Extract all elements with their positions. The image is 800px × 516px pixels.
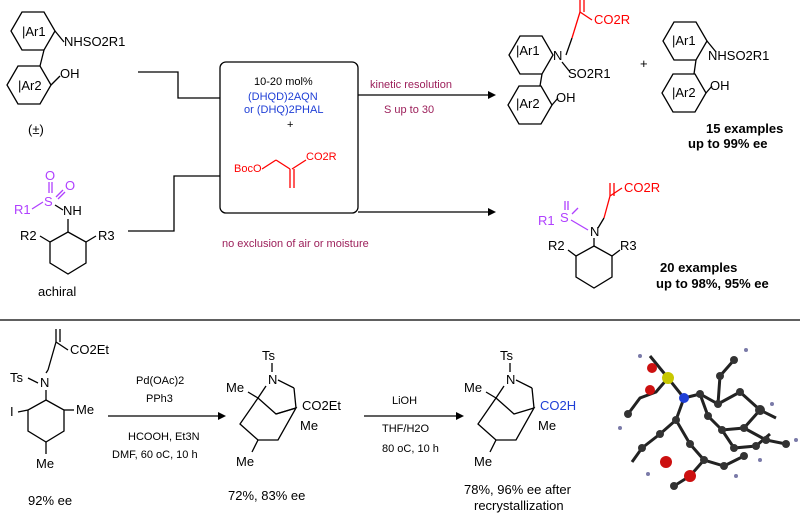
oxygen-atom: [660, 456, 672, 468]
step1-catalyst: Pd(OAc)2: [136, 375, 184, 387]
nitrogen-label: N: [506, 372, 515, 387]
ts-label: Ts: [262, 348, 276, 363]
heck-cyclization-arrow: Pd(OAc)2 PPh3 HCOOH, Et3N DMF, 60 oC, 10…: [108, 375, 226, 461]
product-allylated-biaryl: CO2R |Ar1 N SO2R1 |Ar2 OH: [507, 0, 630, 125]
crystal-structure-image: [618, 348, 798, 490]
products-plus: +: [640, 56, 648, 71]
sulfonamide-label: NHSO2R1: [64, 34, 125, 49]
step1-conditions: DMF, 60 oC, 10 h: [112, 449, 198, 461]
catalyst-a: (DHQD)2AQN: [248, 91, 318, 103]
co2et-label: CO2Et: [70, 342, 109, 357]
no-exclusion-label: no exclusion of air or moisture: [222, 238, 369, 250]
me-bottom-label: Me: [36, 456, 54, 471]
nitrogen-label: N: [40, 375, 49, 390]
indoline-acid-product: Ts N Me CO2H Me Me 78%, 96% ee after rec…: [464, 348, 576, 513]
step1-reagents: HCOOH, Et3N: [128, 431, 200, 443]
nitrogen-label: N: [590, 224, 599, 239]
nh-label: NH: [63, 203, 82, 218]
ar2-label: |Ar2: [18, 78, 42, 93]
ar1-label: |Ar1: [22, 24, 46, 39]
me-bottom-label: Me: [474, 454, 492, 469]
nitrogen-label: N: [268, 372, 277, 387]
oxygen-atom: [684, 470, 696, 482]
ee-summary: up to 99% ee: [688, 136, 767, 151]
ar2-label: |Ar2: [516, 96, 540, 111]
step2-reagent: LiOH: [392, 395, 417, 407]
r1-label: R1: [538, 213, 555, 228]
selectivity-label: S up to 30: [384, 104, 434, 116]
ar1-label: |Ar1: [672, 33, 696, 48]
me-quat-label: Me: [300, 418, 318, 433]
oxygen-atom: [647, 363, 657, 373]
step2-solvent: THF/H2O: [382, 423, 430, 435]
step2-conditions: 80 oC, 10 h: [382, 443, 439, 455]
catalyst-b: or (DHQ)2PHAL: [244, 104, 323, 116]
acid-yield-line1: 78%, 96% ee after: [464, 482, 572, 497]
achiral-label: achiral: [38, 284, 76, 299]
oxygen-top-label: O: [45, 168, 55, 183]
acid-yield-line2: recrystallization: [474, 498, 564, 513]
connector-lines: [128, 71, 220, 232]
r3-label: R3: [620, 238, 637, 253]
reagent-co2r: CO2R: [306, 151, 337, 163]
conditions-box: 10-20 mol% (DHQD)2AQN or (DHQ)2PHAL + Bo…: [219, 61, 359, 214]
co2r-label: CO2R: [624, 180, 660, 195]
r2-label: R2: [548, 238, 565, 253]
substrate-aryl-iodide: CO2Et Ts N I Me Me 92% ee: [10, 329, 109, 508]
ee-summary: up to 98%, 95% ee: [656, 276, 769, 291]
nhso2r1-label: NHSO2R1: [708, 48, 769, 63]
hydroxyl-label: OH: [60, 66, 80, 81]
nitrogen-atom: [679, 393, 689, 403]
racemic-label: (±): [28, 122, 44, 137]
step1-ligand: PPh3: [146, 393, 173, 405]
examples-count: 20 examples: [660, 260, 737, 275]
co2r-label: CO2R: [594, 12, 630, 27]
hydrolysis-arrow: LiOH THF/H2O 80 oC, 10 h: [364, 395, 464, 455]
sulfur-label: S: [560, 210, 569, 225]
me-right-label: Me: [76, 402, 94, 417]
r2-label: R2: [20, 228, 37, 243]
iodine-label: I: [10, 404, 14, 419]
allylation-arrow: no exclusion of air or moisture: [222, 208, 496, 250]
sulfur-atom: [662, 372, 674, 384]
indoline-yield: 72%, 83% ee: [228, 488, 305, 503]
reactant-sulfonamide: R1 S O O NH R2 R3 achiral: [14, 168, 115, 299]
ts-label: Ts: [10, 370, 24, 385]
recovered-biaryl: |Ar1 NHSO2R1 |Ar2 OH 15 examples up to 9…: [661, 21, 783, 151]
so2r1-label: SO2R1: [568, 66, 611, 81]
oxygen-right-label: O: [65, 178, 75, 193]
me-left-label: Me: [464, 380, 482, 395]
me-quat-label: Me: [538, 418, 556, 433]
nitrogen-label: N: [553, 48, 562, 63]
r3-label: R3: [98, 228, 115, 243]
ar2-label: |Ar2: [672, 85, 696, 100]
oxygen-atom: [645, 385, 655, 395]
product-allylated-aniline: CO2R R1 S N R2 R3 20 examples up to 98%,…: [538, 180, 769, 291]
ar1-label: |Ar1: [516, 43, 540, 58]
me-bottom-label: Me: [236, 454, 254, 469]
indoline-ester-product: Ts N Me CO2Et Me Me 72%, 83% ee: [226, 348, 341, 503]
kinetic-resolution-arrow: kinetic resolution S up to 30: [358, 79, 496, 116]
me-left-label: Me: [226, 380, 244, 395]
co2h-label: CO2H: [540, 398, 576, 413]
reactant-biaryl: |Ar1 NHSO2R1 |Ar2 OH (±): [6, 11, 125, 137]
conditions-plus: +: [287, 119, 293, 131]
substrate-ee: 92% ee: [28, 493, 72, 508]
ts-label: Ts: [500, 348, 514, 363]
co2et-label: CO2Et: [302, 398, 341, 413]
sulfur-label: S: [44, 194, 53, 209]
hydroxyl-label: OH: [710, 78, 730, 93]
hydroxyl-label: OH: [556, 90, 576, 105]
r1-label: R1: [14, 202, 31, 217]
kinetic-resolution-label: kinetic resolution: [370, 79, 452, 91]
catalyst-loading: 10-20 mol%: [254, 76, 313, 88]
reagent-boco: BocO: [234, 163, 262, 175]
examples-count: 15 examples: [706, 121, 783, 136]
